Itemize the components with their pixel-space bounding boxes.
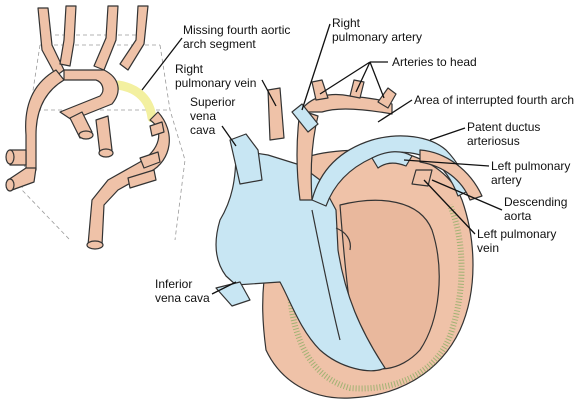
- leader-arteries-to-head: [319, 61, 388, 99]
- ventricular-septum: [311, 209, 341, 341]
- leader-superior-vena-cava: [221, 125, 237, 147]
- label-interrupted-arch: Area of interrupted fourth arch: [414, 93, 574, 107]
- right-pulmonary-vein-vessel: [267, 87, 285, 141]
- right-subclavian-vessel: [119, 5, 149, 71]
- embryonic-arch-schematic: [5, 5, 186, 250]
- labels: Missing fourth aortic arch segment Right…: [141, 16, 574, 305]
- left-carotid-vessel: [37, 7, 65, 77]
- label-superior-vena-cava: Superior vena cava: [190, 95, 239, 137]
- head-artery-3: [377, 87, 397, 109]
- leader-inferior-vena-cava: [211, 281, 237, 295]
- valve-leaflet: [335, 227, 351, 251]
- leader-right-pulmonary-artery: [301, 23, 331, 111]
- right-branch-end: [5, 149, 15, 165]
- label-left-pulmonary-vein: Left pulmonary vein: [477, 227, 560, 255]
- label-inferior-vena-cava: Inferior vena cava: [155, 277, 210, 305]
- leader-right-pulmonary-vein: [261, 79, 277, 107]
- arch-branch-stub-3: [149, 121, 165, 137]
- right-lower-stub: [7, 167, 37, 191]
- myocardium-stipple: [287, 203, 465, 392]
- superior-vena-cava: [229, 133, 263, 185]
- leader-patent-ductus: [429, 127, 466, 141]
- right-carotid-vessel: [93, 5, 119, 71]
- aortic-trunk-stump: [95, 115, 113, 155]
- right-heart-chambers: [215, 149, 386, 372]
- label-missing-segment: Missing fourth aortic arch segment: [183, 23, 294, 51]
- label-descending-aorta: Descending aorta: [504, 195, 571, 223]
- left-subclavian-vessel: [59, 5, 77, 67]
- head-arteries-trunk: [299, 93, 393, 115]
- aortic-stump-end: [98, 148, 114, 158]
- label-right-pulmonary-artery: Right pulmonary artery: [332, 16, 422, 44]
- arch-branch-stub-1: [139, 151, 161, 169]
- trunk-stump-end: [78, 130, 94, 140]
- heart-illustration: [215, 79, 483, 399]
- leader-left-pulmonary-vein: [423, 179, 476, 235]
- inferior-vena-cava: [215, 281, 251, 307]
- label-arteries-to-head: Arteries to head: [392, 55, 477, 69]
- leader-left-pulmonary-artery: [403, 159, 490, 167]
- label-patent-ductus: Patent ductus arteriosus: [467, 120, 544, 148]
- head-artery-1: [311, 79, 329, 101]
- right-pulmonary-artery-vessel: [291, 103, 319, 133]
- missing-arch-segment: [113, 80, 157, 123]
- right-stub-end: [5, 178, 15, 192]
- arch-branch-stub-2: [127, 169, 157, 189]
- left-pulmonary-artery-vessel: [371, 151, 413, 169]
- right-arch-loop: [25, 69, 65, 171]
- descending-aorta-end: [86, 240, 104, 250]
- label-right-pulmonary-vein: Right pulmonary vein: [175, 62, 256, 90]
- leader-missing-segment: [141, 37, 183, 91]
- label-left-pulmonary-artery: Left pulmonary artery: [491, 159, 574, 187]
- leader-interrupted-arch: [377, 99, 413, 123]
- aortic-sac-trunk: [59, 69, 119, 121]
- leader-descending-aorta: [431, 179, 503, 211]
- left-pulmonary-vein-vessel: [411, 169, 433, 187]
